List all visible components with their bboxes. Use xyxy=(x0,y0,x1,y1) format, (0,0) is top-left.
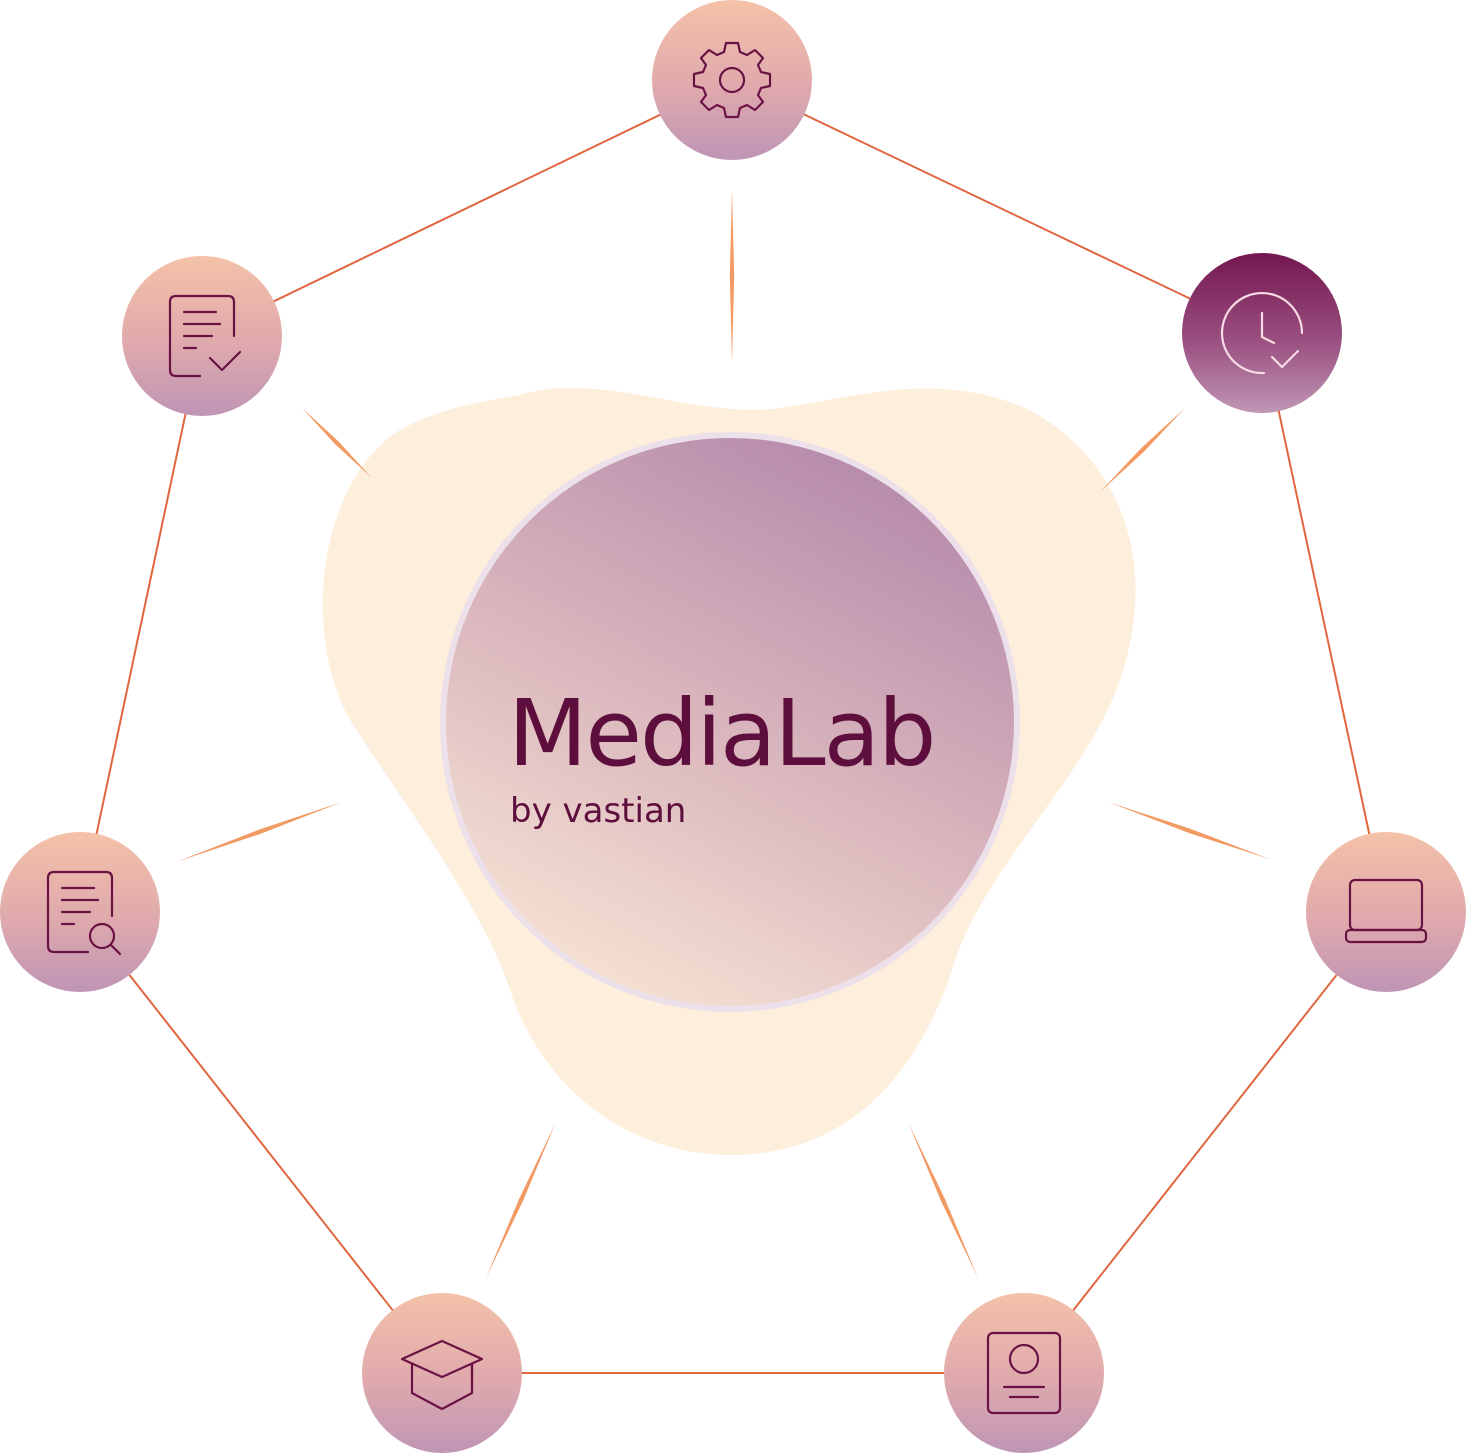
node-review[interactable] xyxy=(0,832,160,992)
spoke-line xyxy=(729,190,735,362)
spoke-line xyxy=(1100,408,1185,492)
node-approval[interactable] xyxy=(122,256,282,416)
spoke-line xyxy=(176,802,342,862)
connector-lines xyxy=(79,79,1387,1374)
document-check-icon xyxy=(168,294,242,378)
document-search-icon xyxy=(46,870,122,956)
node-settings-disc xyxy=(652,0,812,160)
laptop-icon xyxy=(1344,878,1428,944)
central-hub: MediaLab by vastian xyxy=(440,432,1020,1012)
connector-line xyxy=(1023,911,1387,1374)
node-devices-disc xyxy=(1306,832,1466,992)
connector-line xyxy=(201,79,733,337)
brand-title: MediaLab xyxy=(508,680,934,787)
id-card-icon xyxy=(986,1331,1062,1415)
node-profile[interactable] xyxy=(944,1293,1104,1453)
central-hub-disc xyxy=(446,438,1014,1006)
spoke-line xyxy=(1108,802,1272,860)
node-schedule[interactable] xyxy=(1182,253,1342,413)
node-training-disc xyxy=(362,1293,522,1453)
node-training[interactable] xyxy=(362,1293,522,1453)
connector-line xyxy=(1261,332,1387,913)
graduation-cap-icon xyxy=(400,1339,484,1411)
node-settings[interactable] xyxy=(652,0,812,160)
connector-line xyxy=(79,911,443,1374)
gear-icon xyxy=(692,41,772,119)
spoke-line xyxy=(908,1122,978,1278)
spoke-line xyxy=(302,408,372,478)
brand-byline: by vastian xyxy=(510,791,686,831)
spoke-line xyxy=(486,1122,556,1278)
clock-check-icon xyxy=(1220,291,1304,375)
connector-line xyxy=(731,79,1263,334)
spoke-lines xyxy=(176,190,1272,1278)
connector-line xyxy=(79,335,203,913)
node-devices[interactable] xyxy=(1306,832,1466,992)
